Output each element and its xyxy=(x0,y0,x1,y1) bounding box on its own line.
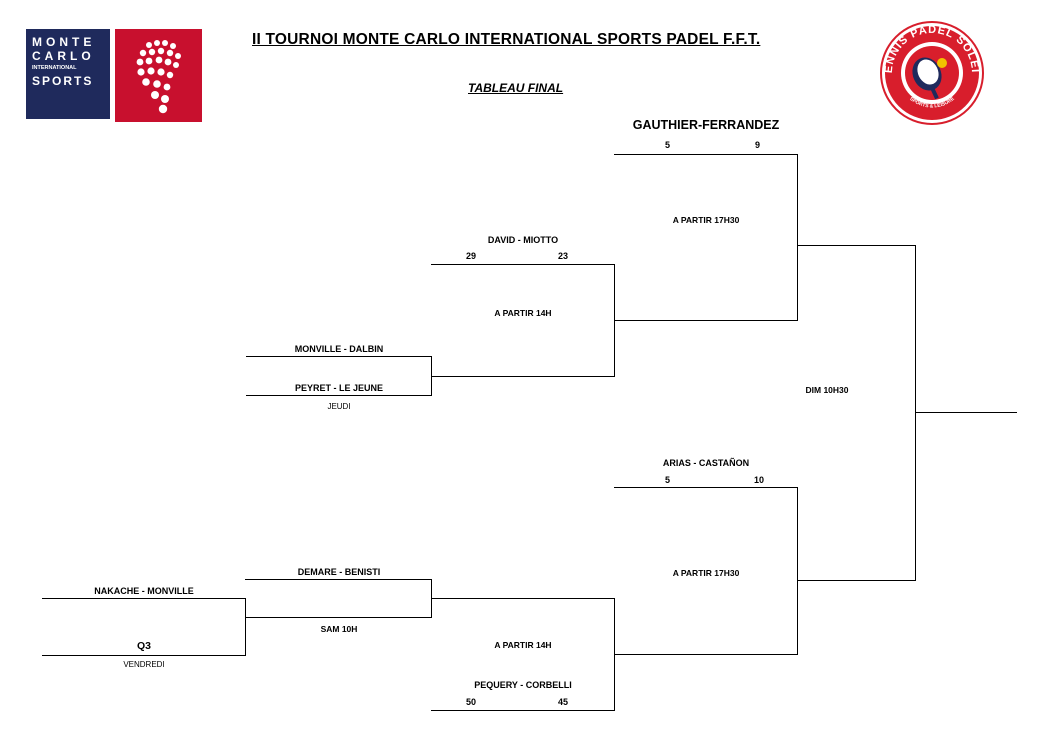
logo-text-sports: SPORTS xyxy=(32,74,94,88)
r2-1-line xyxy=(431,264,615,265)
qf2-line-a xyxy=(42,598,246,599)
logo-navy-panel: MONTE CARLO INTERNATIONAL SPORTS xyxy=(26,29,110,119)
qf2-line-b xyxy=(42,655,246,656)
sf2-time: A PARTIR 17H30 xyxy=(672,568,740,578)
r2-3-score-b: 45 xyxy=(558,697,569,707)
r2-2-winner-line xyxy=(431,598,615,599)
sf1-time: A PARTIR 17H30 xyxy=(672,215,740,225)
qf1-team-b: PEYRET - LE JEUNE xyxy=(294,383,384,393)
r2-3-time: A PARTIR 14H xyxy=(494,640,552,650)
sf2-line xyxy=(614,487,798,488)
sf2-score-b: 10 xyxy=(754,475,765,485)
monte-carlo-logo: MONTE CARLO INTERNATIONAL SPORTS xyxy=(26,29,202,122)
r2-3-line xyxy=(431,710,615,711)
page-subtitle: TABLEAU FINAL xyxy=(468,81,564,95)
sf1-winner-line xyxy=(797,245,916,246)
sf1-score-b: 9 xyxy=(755,140,761,150)
sf1-team: GAUTHIER-FERRANDEZ xyxy=(632,118,780,132)
sf1-line xyxy=(614,154,798,155)
final-winner-line xyxy=(915,412,1017,413)
logo-text-monte: MONTE xyxy=(32,35,96,49)
r2-1-score-a: 29 xyxy=(466,251,477,261)
qf1-winner-line xyxy=(431,376,615,377)
qf2-day: VENDREDI xyxy=(123,660,165,669)
r2-1-score-b: 23 xyxy=(558,251,569,261)
qf1-team-a: MONVILLE - DALBIN xyxy=(294,344,384,354)
sf2-connector xyxy=(797,487,798,655)
r2-3-team: PEQUERY - CORBELLI xyxy=(474,680,572,690)
sf1-score-a: 5 xyxy=(665,140,671,150)
sf2-team: ARIAS - CASTAÑON xyxy=(662,458,750,468)
qf1-line-a xyxy=(246,356,432,357)
r2-3-score-a: 50 xyxy=(466,697,477,707)
qf2-team-a: NAKACHE - MONVILLE xyxy=(94,586,194,596)
qf1-day: JEUDI xyxy=(327,402,351,411)
final-time: DIM 10H30 xyxy=(805,385,849,395)
logo-red-panel xyxy=(115,29,202,122)
qf2-team-b: Q3 xyxy=(136,640,152,652)
sf1-connector xyxy=(797,154,798,321)
tennis-padel-soleil-logo: TENNIS PADEL SOLEIL SPORTS & LEISURE xyxy=(866,10,994,127)
logo-text-carlo: CARLO xyxy=(32,49,95,63)
r2-1-team: DAVID - MIOTTO xyxy=(487,235,559,245)
qf2-winner-line xyxy=(245,617,432,618)
r2-3-winner-line xyxy=(614,654,798,655)
r2-2-line xyxy=(245,579,432,580)
qf1-line-b xyxy=(246,395,432,396)
logo-text-international: INTERNATIONAL xyxy=(32,65,77,71)
sf2-score-a: 5 xyxy=(665,475,671,485)
r2-2-day: SAM 10H xyxy=(320,624,358,634)
padel-ball-dots-icon xyxy=(136,40,181,114)
r2-1-time: A PARTIR 14H xyxy=(494,308,552,318)
final-connector xyxy=(915,245,916,581)
sf2-winner-line xyxy=(797,580,916,581)
qf2-connector xyxy=(245,598,246,656)
page-title: II TOURNOI MONTE CARLO INTERNATIONAL SPO… xyxy=(252,31,761,48)
r2-2-team: DEMARE - BENISTI xyxy=(297,567,381,577)
r2-1-winner-line xyxy=(614,320,798,321)
